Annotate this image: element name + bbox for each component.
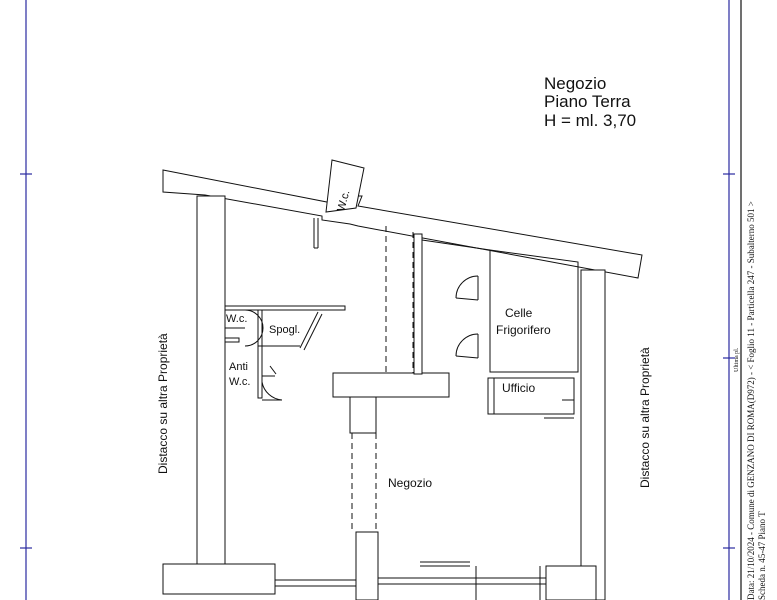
cold-room-top xyxy=(421,239,491,251)
room-label-anti-wc: W.c. xyxy=(229,376,250,388)
room-label-frigorifero: Frigorifero xyxy=(496,323,551,337)
ufficio-wall xyxy=(487,377,495,415)
room-label-celle: Celle xyxy=(505,306,533,320)
title-line-2: Piano Terra xyxy=(544,92,631,111)
room-label-wc-duct: W.c. xyxy=(335,189,352,213)
bottom-wall-pier xyxy=(355,531,379,600)
room-label-wc: W.c. xyxy=(226,313,247,325)
room-label-spogl: Spogl. xyxy=(269,324,300,336)
left-wall xyxy=(196,195,226,595)
bottom-openings xyxy=(275,561,546,600)
side-label-right: Distacco su altra Proprietà xyxy=(638,347,652,488)
side-label-left: Distacco su altra Proprietà xyxy=(156,333,170,474)
cold-room-wall-left xyxy=(413,233,423,375)
room-label-negozio: Negozio xyxy=(388,476,432,490)
cold-room-door-swings xyxy=(455,275,479,359)
central-pillar xyxy=(349,396,377,434)
title-line-3: H = ml. 3,70 xyxy=(544,111,636,130)
central-beam xyxy=(332,372,450,398)
room-label-anti: Anti xyxy=(229,361,248,373)
room-label-ufficio: Ufficio xyxy=(502,381,535,395)
stamp-line-2: Scheda n. 45-47 Piano T xyxy=(757,511,767,600)
frame-tick-marks xyxy=(20,173,735,549)
service-block xyxy=(224,305,346,401)
right-wall xyxy=(580,269,606,600)
stamp-small: Ultima pl. xyxy=(734,347,740,372)
ufficio-door xyxy=(544,399,574,419)
top-wall xyxy=(162,169,643,279)
duct-segments xyxy=(313,218,319,249)
wc-duct xyxy=(325,159,365,213)
cold-room xyxy=(489,249,579,373)
title-line-1: Negozio xyxy=(544,74,606,93)
stamp-line-1: Data: 21/10/2024 - Comune di GENZANO DI … xyxy=(746,201,756,600)
bottom-wall-right xyxy=(545,565,597,600)
bottom-wall-left xyxy=(162,563,276,595)
